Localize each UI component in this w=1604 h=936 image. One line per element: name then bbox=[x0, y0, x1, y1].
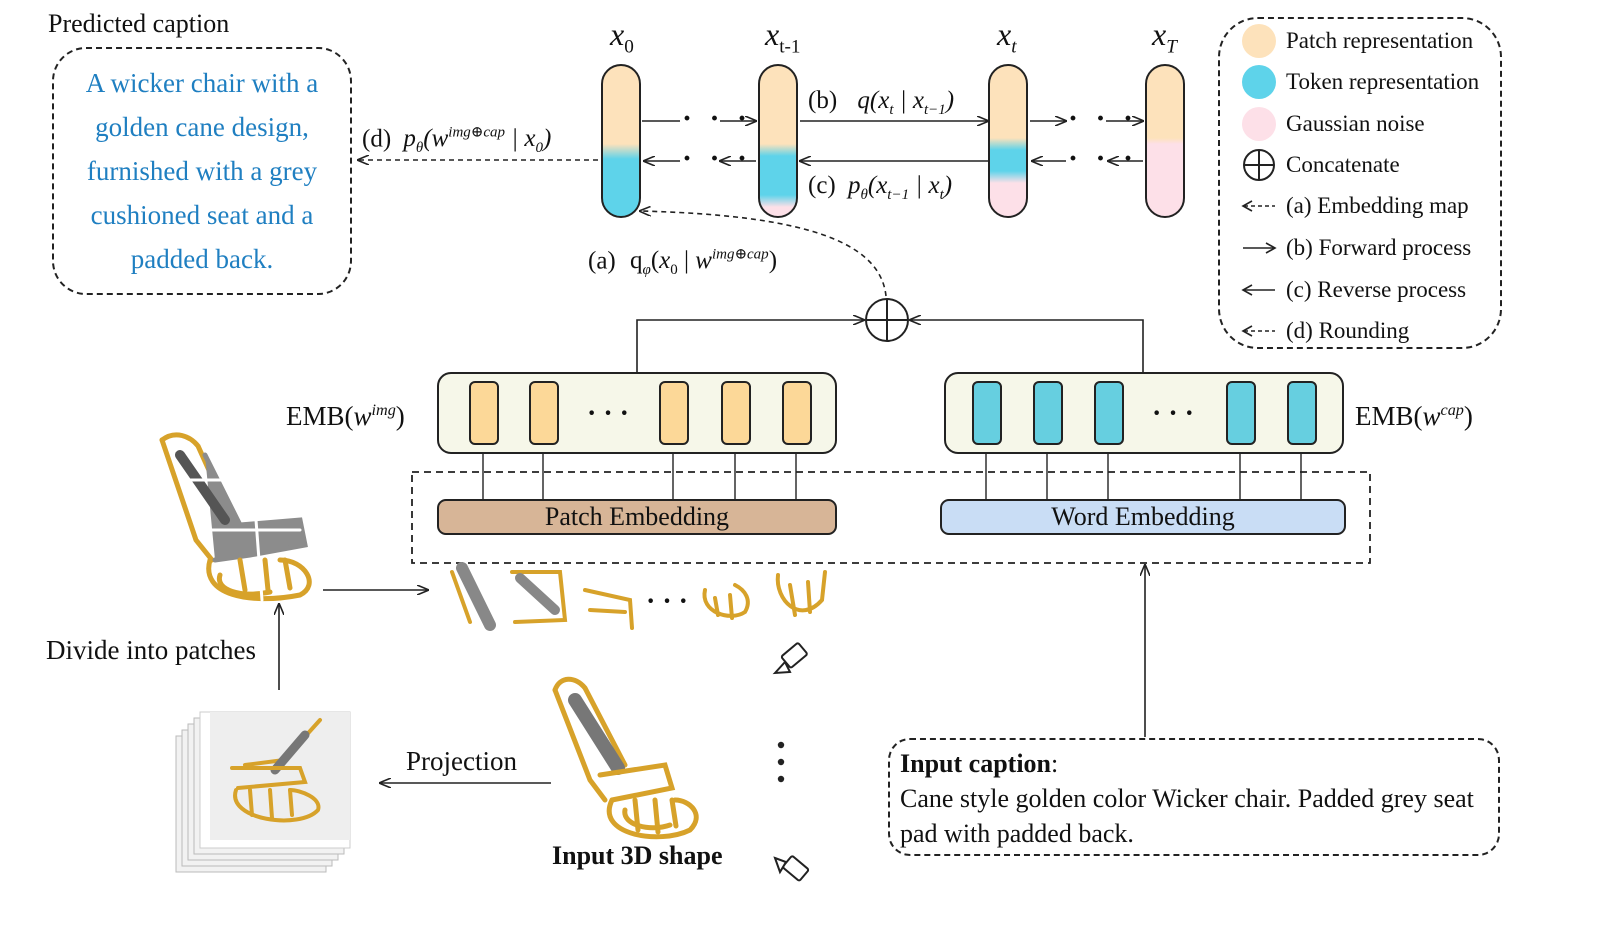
token-color-dot bbox=[1240, 65, 1278, 99]
label-xT: xT bbox=[1152, 16, 1177, 58]
dashed-arrow-left-icon bbox=[1240, 189, 1278, 223]
legend-label: (a) Embedding map bbox=[1286, 193, 1469, 218]
label-xt-1: xt-1 bbox=[765, 16, 801, 58]
divide-into-patches-label: Divide into patches bbox=[46, 635, 256, 665]
legend-item: Patch representation bbox=[1240, 24, 1473, 58]
input-caption-title: Input caption bbox=[900, 749, 1051, 778]
state-pill-xT bbox=[1145, 64, 1185, 218]
camera-icon bbox=[772, 642, 808, 675]
patch-color-dot bbox=[1240, 24, 1278, 58]
legend-item: Token representation bbox=[1240, 65, 1479, 99]
legend-label: Concatenate bbox=[1286, 152, 1400, 177]
patch-embedding-bar: Patch Embedding bbox=[437, 499, 837, 535]
projection-image-stack bbox=[175, 711, 351, 873]
legend-item: (d) Rounding bbox=[1240, 314, 1409, 348]
projection-label: Projection bbox=[406, 746, 517, 776]
forward-ellipsis-1: · · · bbox=[682, 102, 753, 135]
input-3d-shape-label: Input 3D shape bbox=[552, 841, 723, 870]
input-caption-text: Cane style golden color Wicker chair. Pa… bbox=[900, 784, 1474, 848]
legend-item: (c) Reverse process bbox=[1240, 273, 1466, 307]
legend-item: (a) Embedding map bbox=[1240, 189, 1469, 223]
dashed-arrow-left-icon bbox=[1240, 314, 1278, 348]
patch-token bbox=[659, 381, 689, 445]
word-token bbox=[1287, 381, 1317, 445]
reverse-ellipsis-2: · · · bbox=[1068, 142, 1139, 175]
forward-process-label: (b) q(xt | xt−1) bbox=[808, 87, 955, 118]
legend-label: (b) Forward process bbox=[1286, 235, 1472, 260]
patch-token bbox=[782, 381, 812, 445]
legend-label: Gaussian noise bbox=[1286, 111, 1425, 136]
word-token bbox=[1226, 381, 1256, 445]
image-embedding-box: · · · bbox=[437, 372, 837, 454]
reverse-process-label: (c) pθ(xt−1 | xt) bbox=[808, 172, 953, 203]
reverse-ellipsis-1: · · · bbox=[682, 142, 753, 175]
legend-item: Concatenate bbox=[1240, 148, 1400, 182]
concatenate-icon bbox=[1240, 148, 1278, 182]
token-ellipsis: · · · bbox=[1152, 398, 1195, 429]
predicted-caption-text: A wicker chair with a golden cane design… bbox=[85, 68, 319, 274]
state-pill-xt-1 bbox=[758, 64, 798, 218]
state-pill-x0 bbox=[601, 64, 641, 218]
noise-color-dot bbox=[1240, 107, 1278, 141]
word-token bbox=[972, 381, 1002, 445]
predicted-caption-box: A wicker chair with a golden cane design… bbox=[52, 47, 352, 295]
legend-item: Gaussian noise bbox=[1240, 107, 1425, 141]
embedding-map-arrow bbox=[640, 211, 887, 297]
emb-cap-label: EMB(wcap) bbox=[1355, 401, 1473, 431]
emb-img-label: EMB(wimg) bbox=[286, 401, 405, 431]
patch-token bbox=[721, 381, 751, 445]
word-token bbox=[1094, 381, 1124, 445]
caption-embedding-box: · · · bbox=[944, 372, 1344, 454]
input-caption-box: Input caption: Cane style golden color W… bbox=[888, 738, 1500, 856]
label-x0: x0 bbox=[610, 16, 634, 58]
predicted-caption-title: Predicted caption bbox=[48, 9, 230, 38]
rounding-label: (d) pθ(wimg⊕cap | x0) bbox=[362, 125, 552, 157]
patch-token bbox=[529, 381, 559, 445]
vertical-ellipsis bbox=[777, 741, 785, 783]
camera-icon-2 bbox=[773, 855, 810, 882]
token-ellipsis: · · · bbox=[587, 398, 630, 429]
patch-row-ellipsis: · · · bbox=[646, 586, 689, 617]
legend-label: (c) Reverse process bbox=[1286, 277, 1467, 302]
concatenate-symbol bbox=[865, 298, 909, 342]
patch-token bbox=[469, 381, 499, 445]
solid-arrow-right-icon bbox=[1240, 231, 1278, 265]
input-3d-chair-image bbox=[552, 676, 699, 840]
legend-label: (d) Rounding bbox=[1286, 318, 1410, 343]
forward-ellipsis-2: · · · bbox=[1068, 102, 1139, 135]
state-pill-xt bbox=[988, 64, 1028, 218]
legend-label: Patch representation bbox=[1286, 28, 1474, 53]
legend-item: (b) Forward process bbox=[1240, 231, 1471, 265]
embedding-map-label: (a) qφ(x0 | wimg⊕cap) bbox=[588, 247, 778, 279]
word-token bbox=[1033, 381, 1063, 445]
legend-label: Token representation bbox=[1286, 69, 1480, 94]
solid-arrow-left-icon bbox=[1240, 273, 1278, 307]
label-xt: xt bbox=[997, 16, 1017, 58]
encoder-frame bbox=[411, 471, 1371, 564]
word-embedding-bar: Word Embedding bbox=[940, 499, 1346, 535]
patch-crops bbox=[450, 562, 827, 631]
patched-chair-image bbox=[159, 432, 312, 602]
